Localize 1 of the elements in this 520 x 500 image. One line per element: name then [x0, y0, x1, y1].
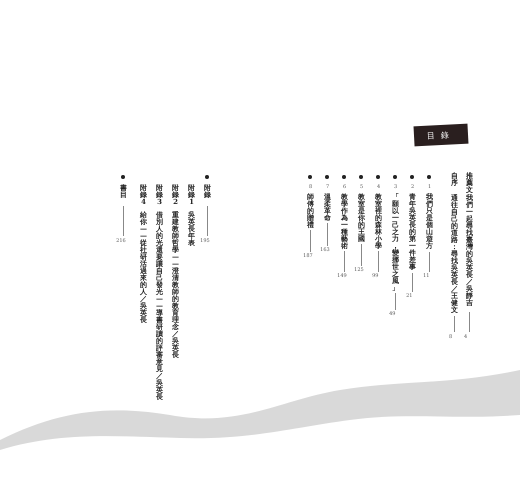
heading-tab: 目錄 [414, 124, 468, 146]
